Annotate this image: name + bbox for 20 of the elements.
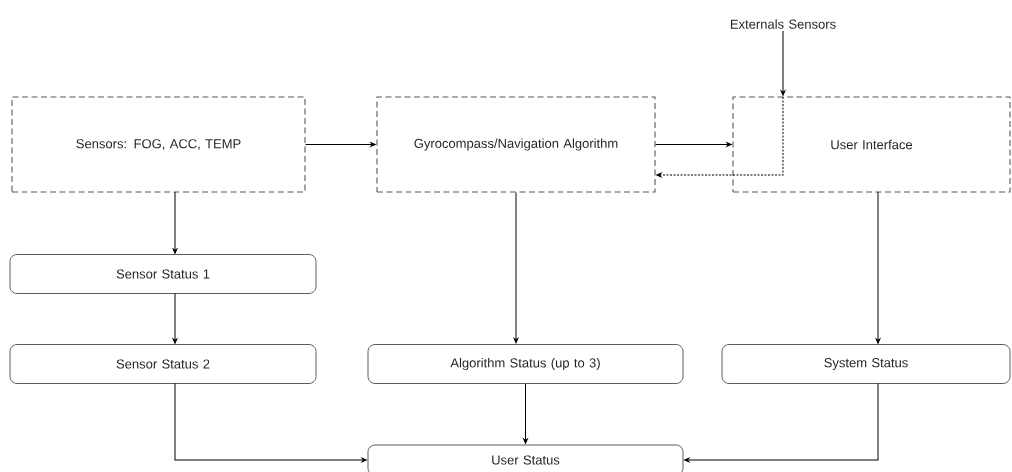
status-box: Sensor Status 2 [9,344,317,384]
process-box: Sensors: FOG, ACC, TEMP [11,96,306,193]
status-box: User Status [367,444,684,472]
arrow [172,293,178,344]
arrow [656,96,784,178]
arrow [684,383,879,463]
status-box: Algorithm Status (up to 3) [367,344,684,384]
arrow [305,142,376,147]
arrow [172,191,178,254]
arrow [780,30,786,96]
status-box: Sensor Status 1 [9,254,317,294]
arrow [655,142,732,147]
arrow [523,383,528,444]
process-box: User Interface [732,96,1011,193]
arrow [875,191,881,344]
status-box: System Status [721,344,1011,384]
process-box: Gyrocompass/Navigation Algorithm [376,96,656,193]
source-label: Externals Sensors [730,19,836,29]
arrow [174,383,367,463]
arrow [513,192,519,344]
